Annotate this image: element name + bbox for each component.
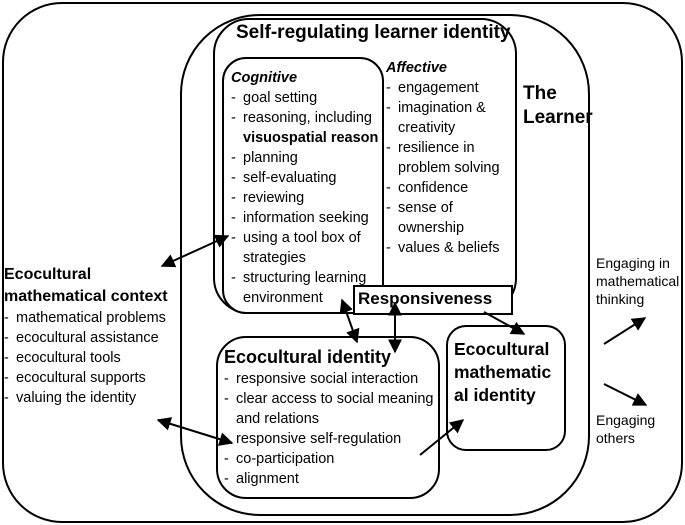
list-item: ecocultural supports xyxy=(4,368,168,388)
list-item: ecocultural assistance xyxy=(4,328,168,348)
self-regulating-title: Self-regulating learner identity xyxy=(236,22,511,43)
list-item: ecocultural tools xyxy=(4,348,168,368)
list-item: information seeking xyxy=(231,208,378,228)
list-item: alignment xyxy=(224,469,433,489)
list-item: reviewing xyxy=(231,188,378,208)
arrow-cognitive-ecoidentity xyxy=(339,298,360,344)
list-item: co-participation xyxy=(224,449,433,469)
list-item: resilience in problem solving xyxy=(386,138,500,178)
ecocultural-math-identity-box xyxy=(446,325,566,451)
list-item: valuing the identity xyxy=(4,388,168,408)
arrow-context-cognitive xyxy=(160,234,230,268)
list-item: self-evaluating xyxy=(231,168,378,188)
arrow-to-math-thinking xyxy=(603,317,647,345)
list-item: engagement xyxy=(386,78,500,98)
outcome-math-thinking: Engaging in mathematical thinking xyxy=(596,255,680,307)
outcome-engaging-others: Engaging others xyxy=(596,412,656,446)
affective-column: Affective engagement imagination & creat… xyxy=(386,58,500,258)
list-item: reasoning, including visuospatial reason xyxy=(231,108,378,148)
list-item: structuring learning environment xyxy=(231,268,378,308)
affective-list: engagement imagination & creativity resi… xyxy=(386,78,500,258)
list-item: using a tool box of strategies xyxy=(231,228,378,268)
learner-title: The Learner xyxy=(523,82,593,130)
ecocultural-context: Ecocultural mathematical context mathema… xyxy=(4,264,168,408)
list-item: sense of ownership xyxy=(386,198,500,238)
affective-heading: Affective xyxy=(386,60,447,76)
cognitive-list: goal setting reasoning, including visuos… xyxy=(231,88,378,308)
ecocultural-context-list: mathematical problems ecocultural assist… xyxy=(4,308,168,408)
ecocultural-context-title: Ecocultural mathematical context xyxy=(4,266,168,305)
arrow-responsiveness-mathidentity xyxy=(483,311,526,335)
ecocultural-math-identity-label: Ecocultural mathematic al identity xyxy=(454,339,552,405)
list-item: responsive social interaction xyxy=(224,369,433,389)
arrow-to-engaging-others xyxy=(603,383,648,406)
ecocultural-identity: Ecocultural identity responsive social i… xyxy=(224,345,433,489)
list-item: planning xyxy=(231,148,378,168)
cognitive-column: Cognitive goal setting reasoning, includ… xyxy=(231,68,378,308)
list-item: values & beliefs xyxy=(386,238,500,258)
ecocultural-identity-list: responsive social interaction clear acce… xyxy=(224,369,433,489)
learner-title-line2: Learner xyxy=(523,107,593,128)
cognitive-heading: Cognitive xyxy=(231,70,298,86)
list-item: imagination & creativity xyxy=(386,98,500,138)
list-item: goal setting xyxy=(231,88,378,108)
list-item: mathematical problems xyxy=(4,308,168,328)
list-item: confidence xyxy=(386,178,500,198)
arrow-ecoidentity-mathidentity xyxy=(419,419,465,456)
arrow-context-ecoidentity xyxy=(156,417,234,446)
list-item: clear access to social meaning and relat… xyxy=(224,389,433,429)
learner-title-line1: The xyxy=(523,83,557,104)
ecocultural-identity-title: Ecocultural identity xyxy=(224,347,392,367)
